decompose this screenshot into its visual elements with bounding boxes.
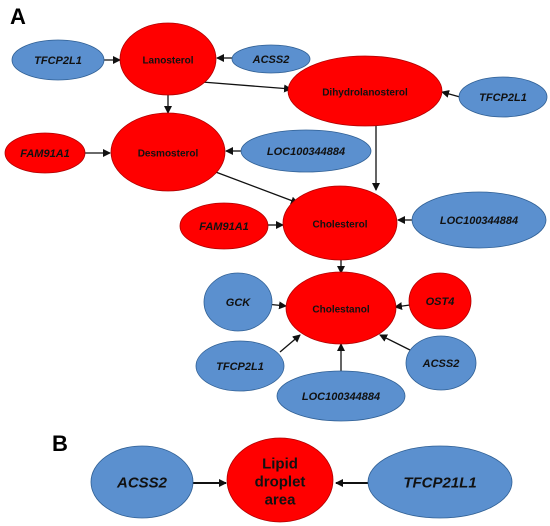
node-acss2-2: ACSS2: [405, 335, 477, 391]
edge-lanosterol-dihydrolanosterol: [201, 81, 292, 93]
node-cholestanol: Cholestanol: [285, 271, 397, 345]
svg-text:TFCP2L1: TFCP2L1: [216, 361, 264, 373]
svg-text:Lanosterol: Lanosterol: [142, 56, 193, 67]
node-desmosterol: Desmosterol: [110, 112, 226, 192]
node-gck: GCK: [203, 272, 273, 332]
panel-b: ACSS2 Lipid droplet area TFCP21L1: [90, 437, 513, 523]
node-ost4: OST4: [408, 272, 472, 330]
node-loc100344884-1: LOC100344884: [240, 129, 372, 173]
edge-tfcp2l1-cholestanol: [279, 334, 301, 353]
svg-text:TFCP2L1: TFCP2L1: [34, 55, 82, 67]
svg-text:Cholestanol: Cholestanol: [312, 305, 369, 316]
node-b-lipid-droplet-area: Lipid droplet area: [226, 437, 334, 523]
edge-acss2-cholestanol: [379, 334, 411, 351]
edge-desmosterol-cholesterol: [212, 170, 299, 205]
svg-text:Cholesterol: Cholesterol: [312, 220, 367, 231]
panel-b-label: B: [52, 431, 68, 456]
svg-text:ACSS2: ACSS2: [252, 54, 290, 66]
lipid-label-line-2: droplet: [255, 474, 306, 491]
node-cholesterol: Cholesterol: [282, 185, 398, 261]
svg-text:GCK: GCK: [226, 297, 252, 309]
node-tfcp2l1-1: TFCP2L1: [11, 39, 105, 81]
panel-a-label: A: [10, 4, 26, 29]
svg-text:LOC100344884: LOC100344884: [440, 215, 518, 227]
lipid-label-line-1: Lipid: [262, 456, 298, 473]
node-fam91a1-2: FAM91A1: [179, 202, 269, 250]
node-fam91a1-1: FAM91A1: [4, 132, 86, 174]
lipid-label-line-3: area: [265, 492, 297, 509]
node-lanosterol: Lanosterol: [119, 22, 217, 96]
node-tfcp2l1-2: TFCP2L1: [458, 76, 548, 118]
svg-text:LOC100344884: LOC100344884: [267, 146, 345, 158]
svg-text:LOC100344884: LOC100344884: [302, 391, 380, 403]
node-dihydrolanosterol: Dihydrolanosterol: [287, 55, 443, 127]
node-acss2-1: ACSS2: [231, 44, 311, 74]
node-loc100344884-3: LOC100344884: [276, 370, 406, 422]
node-b-tfcp21l1: TFCP21L1: [367, 445, 513, 519]
node-b-acss2: ACSS2: [90, 445, 194, 519]
node-loc100344884-2: LOC100344884: [411, 191, 547, 249]
edge-ost4-cholestanol: [394, 302, 411, 311]
svg-text:FAM91A1: FAM91A1: [199, 221, 249, 233]
svg-text:FAM91A1: FAM91A1: [20, 148, 70, 160]
svg-text:TFCP21L1: TFCP21L1: [403, 475, 476, 492]
svg-text:OST4: OST4: [426, 296, 455, 308]
svg-text:TFCP2L1: TFCP2L1: [479, 92, 527, 104]
edge-tfcp2l1-dihydrolanosterol: [441, 90, 461, 98]
svg-text:Dihydrolanosterol: Dihydrolanosterol: [322, 88, 408, 99]
svg-text:Desmosterol: Desmosterol: [138, 149, 199, 160]
panel-a-edges: [85, 54, 461, 372]
svg-text:ACSS2: ACSS2: [116, 475, 168, 492]
svg-text:ACSS2: ACSS2: [422, 358, 460, 370]
panel-a-nodes: Lanosterol TFCP2L1 ACSS2 Dihydrolanoster…: [4, 22, 548, 422]
node-tfcp2l1-3: TFCP2L1: [195, 340, 285, 392]
